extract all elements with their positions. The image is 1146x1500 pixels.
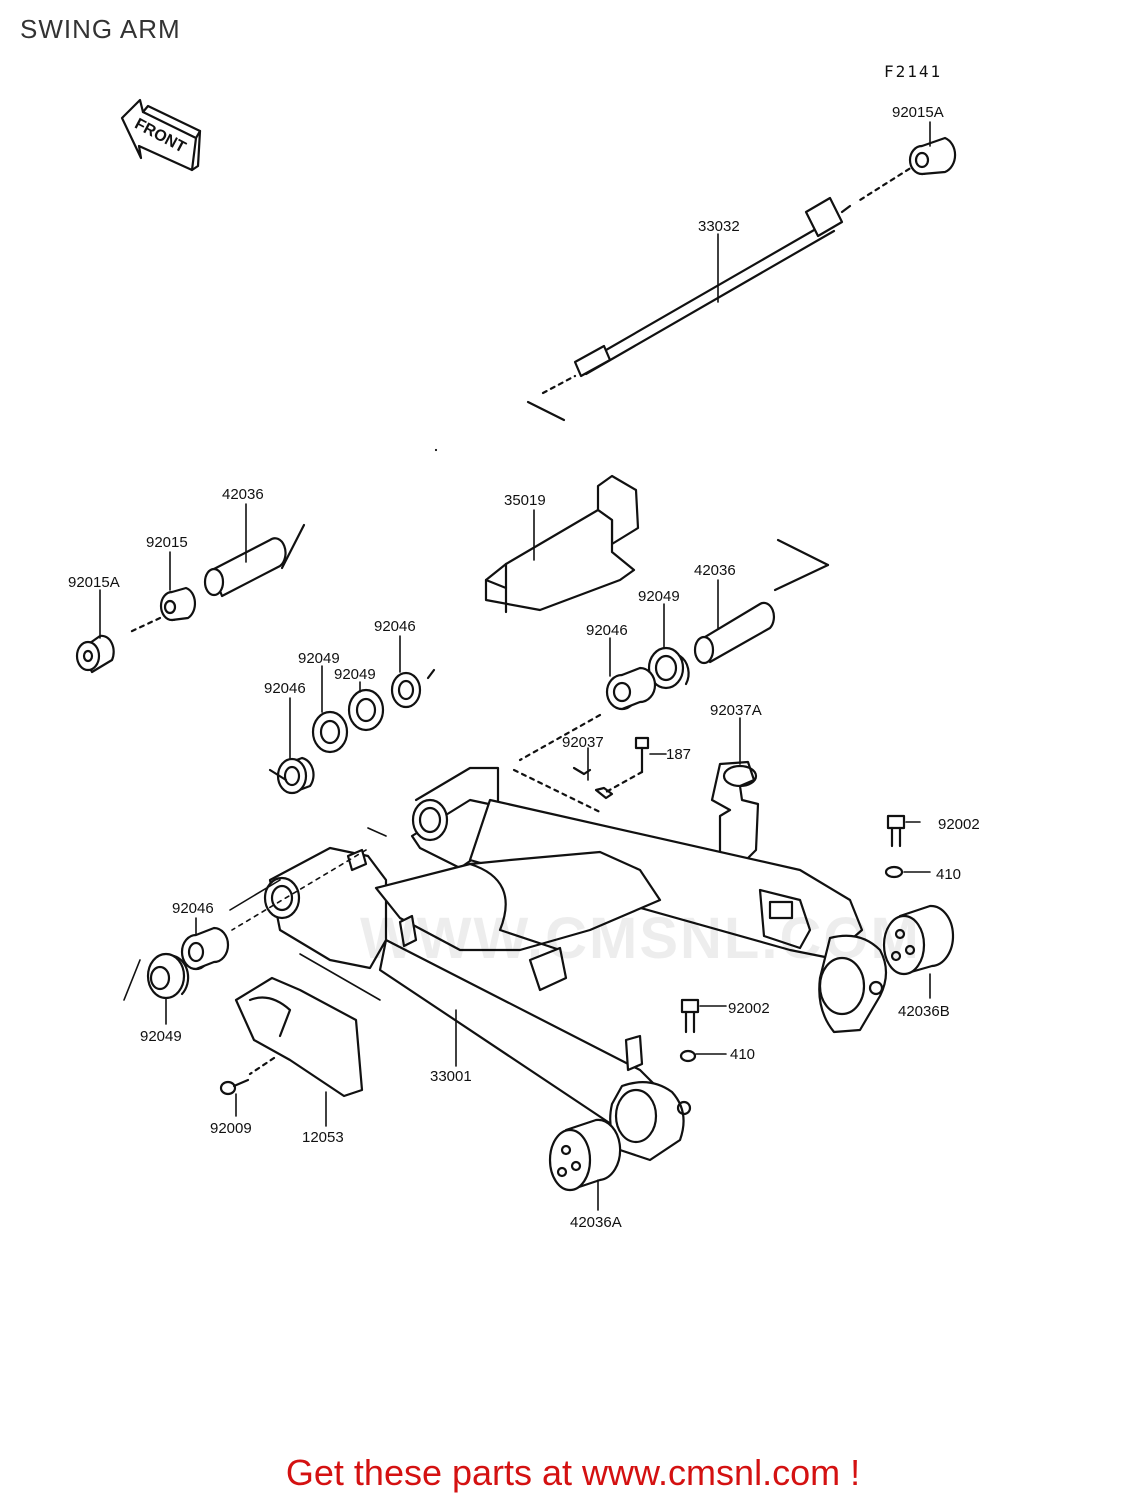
part-label[interactable]: 92046 bbox=[374, 618, 416, 635]
part-label[interactable]: 92009 bbox=[210, 1120, 252, 1137]
adjuster-42036B bbox=[882, 904, 955, 976]
chain-guard bbox=[234, 976, 364, 1098]
left-sleeve bbox=[203, 523, 306, 598]
screw-187 bbox=[604, 736, 650, 794]
part-label[interactable]: 92049 bbox=[140, 1028, 182, 1045]
part-label[interactable]: 410 bbox=[936, 866, 962, 883]
guide-lines bbox=[123, 827, 387, 1001]
part-label[interactable]: 92002 bbox=[938, 816, 980, 833]
part-label[interactable]: 42036 bbox=[694, 562, 736, 579]
part-label[interactable]: 92002 bbox=[728, 1000, 770, 1017]
part-label[interactable]: 33032 bbox=[698, 218, 740, 235]
collar-top-right bbox=[908, 136, 957, 176]
swing-arm-body bbox=[263, 448, 888, 1162]
part-label[interactable]: 92037A bbox=[710, 702, 762, 719]
chain-guide-bracket bbox=[484, 474, 640, 614]
part-label[interactable]: 42036A bbox=[570, 1214, 622, 1231]
front-arrow-icon bbox=[120, 98, 202, 172]
part-label[interactable]: 12053 bbox=[302, 1129, 344, 1146]
page-title: SWING ARM bbox=[20, 14, 181, 44]
leader-lines bbox=[99, 121, 931, 1211]
part-label[interactable]: 92037 bbox=[562, 734, 604, 751]
cta-link[interactable]: Get these parts at www.cmsnl.com ! bbox=[285, 1452, 861, 1493]
part-label[interactable]: 42036B bbox=[898, 1003, 950, 1020]
bearing-right-92046 bbox=[518, 666, 657, 762]
part-label[interactable]: 92046 bbox=[172, 900, 214, 917]
left-collar-92015A bbox=[75, 634, 115, 674]
part-label[interactable]: 33001 bbox=[430, 1068, 472, 1085]
part-label[interactable]: 410 bbox=[730, 1046, 756, 1063]
right-sleeve bbox=[693, 538, 830, 665]
part-label[interactable]: 92049 bbox=[334, 666, 376, 683]
clip-92037 bbox=[512, 766, 614, 814]
washer-410-lower bbox=[679, 1049, 697, 1063]
bolt-92002-lower bbox=[680, 998, 700, 1034]
watermark: WWW.CMSNL.COM bbox=[360, 906, 921, 971]
part-label[interactable]: 92015 bbox=[146, 534, 188, 551]
part-label[interactable]: 92015A bbox=[68, 574, 120, 591]
pivot-shaft bbox=[526, 162, 919, 422]
bearing-lower-left bbox=[180, 926, 230, 971]
part-label[interactable]: 92049 bbox=[638, 588, 680, 605]
bearing-stack-left bbox=[268, 668, 436, 795]
bolt-92002-upper bbox=[886, 814, 906, 848]
seal-right-92049 bbox=[647, 646, 690, 690]
part-label[interactable]: 92015A bbox=[892, 104, 944, 121]
washer-410-upper bbox=[884, 865, 904, 879]
part-label[interactable]: 42036 bbox=[222, 486, 264, 503]
adjuster-42036A bbox=[548, 1118, 622, 1192]
part-label[interactable]: 92046 bbox=[586, 622, 628, 639]
hose-clamp bbox=[710, 760, 760, 862]
left-collar-92015 bbox=[128, 586, 197, 634]
part-label[interactable]: 187 bbox=[666, 746, 692, 763]
part-label[interactable]: 35019 bbox=[504, 492, 546, 509]
bolt-92009 bbox=[219, 1078, 250, 1096]
part-label[interactable]: 92046 bbox=[264, 680, 306, 697]
part-label[interactable]: 92049 bbox=[298, 650, 340, 667]
figure-code: F2141 bbox=[884, 62, 943, 81]
seal-lower-left bbox=[146, 952, 190, 1000]
